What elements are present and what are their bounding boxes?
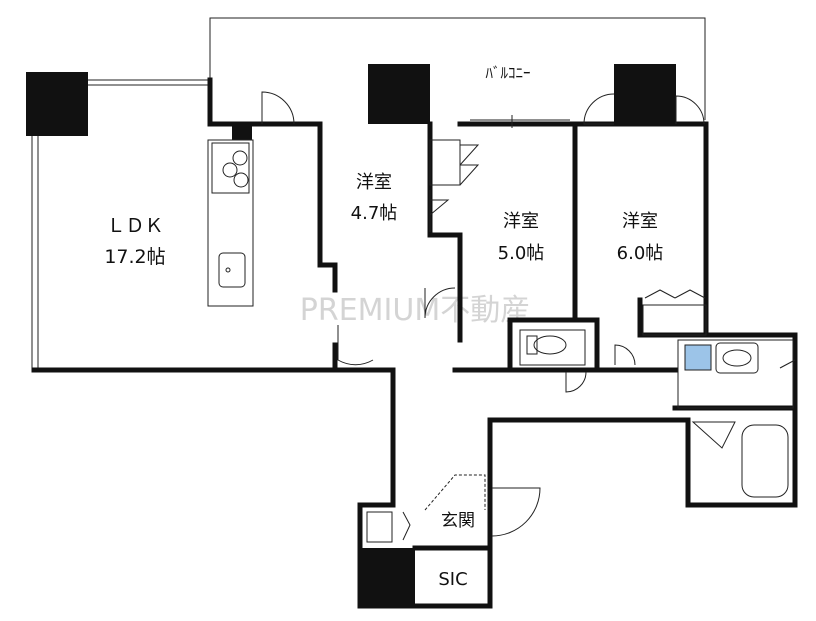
washbasin-bowl-icon (722, 349, 752, 367)
closet-door-icon (429, 190, 450, 232)
closet (642, 304, 707, 336)
bedroom2-name-label: 洋室 (503, 211, 539, 232)
wall (457, 121, 578, 318)
toilet-door-icon (614, 344, 636, 366)
wall (507, 317, 600, 373)
balcony-door-icon (261, 91, 295, 125)
kitchen-counter (207, 139, 254, 307)
column-south (360, 548, 415, 606)
toilet-room (519, 329, 586, 366)
wall (317, 121, 338, 293)
closet (429, 139, 461, 186)
entrance-label: 玄関 (441, 511, 475, 531)
burner-icon (233, 172, 249, 188)
column-northwest (26, 72, 88, 136)
bedroom2-size-label: 5.0帖 (498, 243, 545, 264)
kitchen-sink (218, 252, 246, 288)
bedroom1-name-label: 洋室 (356, 172, 392, 193)
sink-drain-icon (225, 267, 231, 273)
bedroom1-size-label: 4.7帖 (351, 203, 398, 224)
ldk-size-label: 17.2帖 (104, 246, 165, 268)
sic-label: SIC (438, 569, 467, 590)
closet-door-icon (402, 511, 411, 541)
toilet-icon (533, 335, 567, 355)
wall (637, 297, 798, 411)
column-small (232, 124, 252, 140)
entrance-step (424, 474, 486, 511)
toilet-tank-icon (526, 335, 538, 355)
bath-door-icon (691, 421, 736, 449)
column-north-center (368, 64, 430, 124)
balcony-door-icon (583, 93, 615, 125)
bedroom1-door-icon (424, 287, 456, 319)
wall (575, 121, 709, 338)
burner-icon (222, 162, 238, 178)
balcony-door-icon (675, 95, 705, 125)
wall (31, 342, 338, 373)
wall (357, 502, 493, 609)
cooktop (211, 142, 250, 194)
wall (207, 77, 323, 127)
wall (487, 405, 798, 603)
closet-door-icon (459, 144, 480, 186)
ldk-door-icon (337, 325, 374, 366)
watermark: PREMIUM不動産 (300, 293, 530, 328)
shoe-closet (366, 511, 393, 543)
column-northeast (614, 64, 676, 124)
washbasin-icon (715, 342, 759, 374)
balcony-label: ﾊﾞﾙｺﾆｰ (485, 64, 530, 82)
burner-icon (232, 150, 248, 166)
front-door-icon (491, 487, 541, 537)
wall (332, 367, 396, 508)
bathtub-icon (741, 424, 789, 498)
closet-door-icon (644, 289, 706, 299)
bedroom3-name-label: 洋室 (622, 211, 658, 232)
bedroom3-size-label: 6.0帖 (617, 243, 664, 264)
washing-machine-icon (684, 344, 712, 371)
washroom (677, 339, 794, 409)
balcony-outline (209, 17, 706, 120)
toilet-door-icon (565, 371, 587, 393)
ldk-name-label: ＬＤＫ (106, 215, 163, 237)
